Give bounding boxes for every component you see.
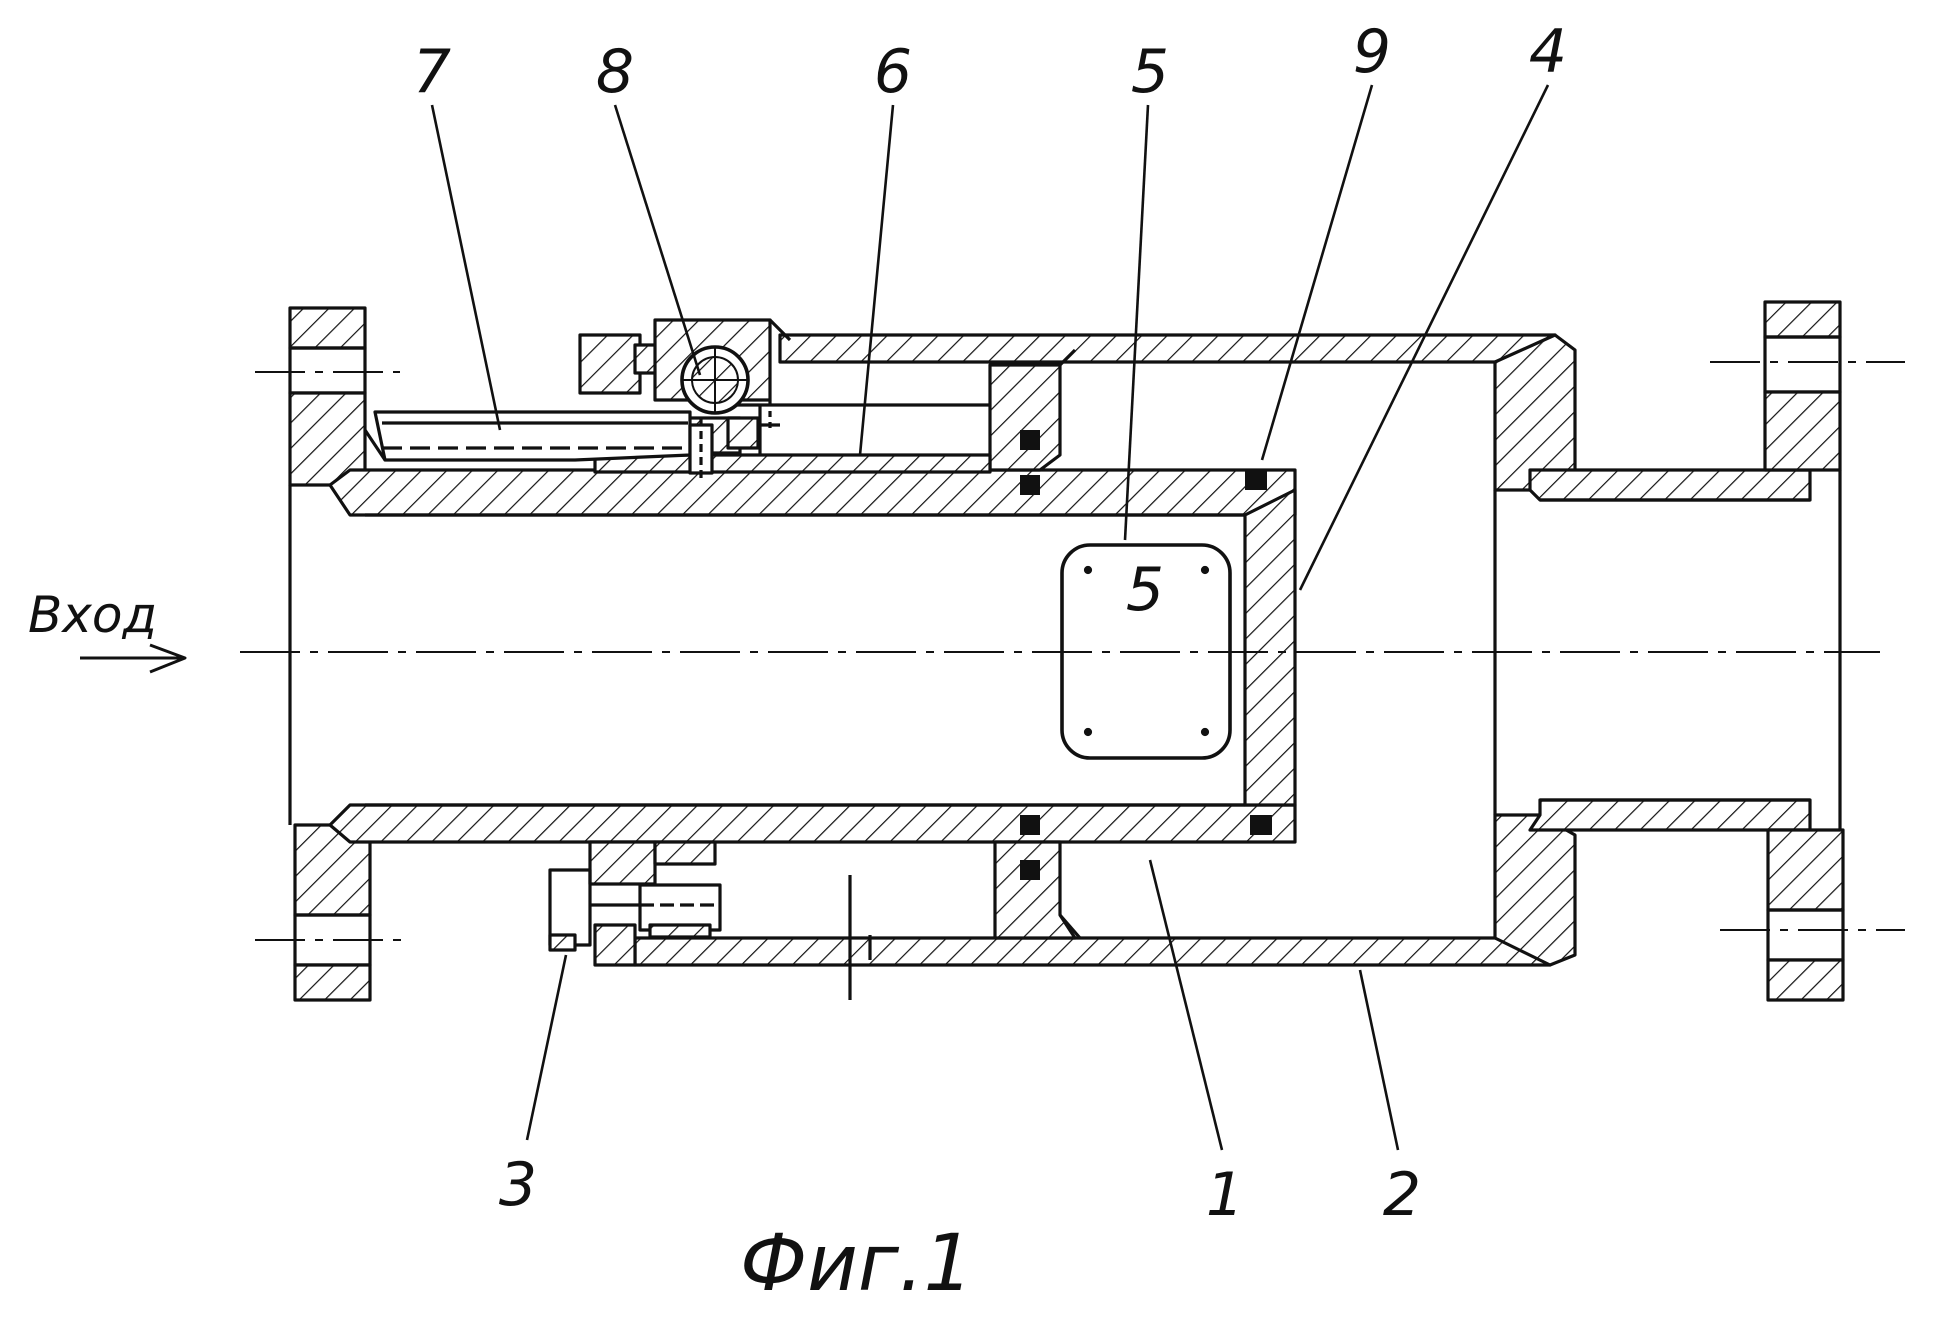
callout-6: 6 bbox=[874, 37, 912, 107]
callout-2: 2 bbox=[1383, 1160, 1421, 1230]
callout-5-window: 5 bbox=[1126, 555, 1164, 625]
end-plug bbox=[1245, 490, 1295, 805]
leader-lines bbox=[432, 85, 1548, 1150]
inlet-flange bbox=[290, 308, 370, 1000]
callout-1: 1 bbox=[1206, 1160, 1244, 1230]
figure-caption: Фиг.1 bbox=[740, 1219, 973, 1309]
callout-8: 8 bbox=[596, 37, 634, 107]
callout-7: 7 bbox=[413, 37, 451, 107]
callout-9: 9 bbox=[1353, 17, 1391, 87]
inner-pipe bbox=[330, 470, 1295, 842]
callout-4: 4 bbox=[1529, 17, 1567, 87]
lock-unit bbox=[550, 842, 870, 1000]
inlet-arrow bbox=[80, 645, 185, 672]
inlet-label: Вход bbox=[28, 586, 157, 644]
outer-housing bbox=[635, 335, 1575, 965]
callout-labels: 7 8 6 5 9 4 5 3 1 2 bbox=[413, 17, 1567, 1230]
callout-3: 3 bbox=[499, 1150, 537, 1220]
callout-5: 5 bbox=[1131, 37, 1169, 107]
